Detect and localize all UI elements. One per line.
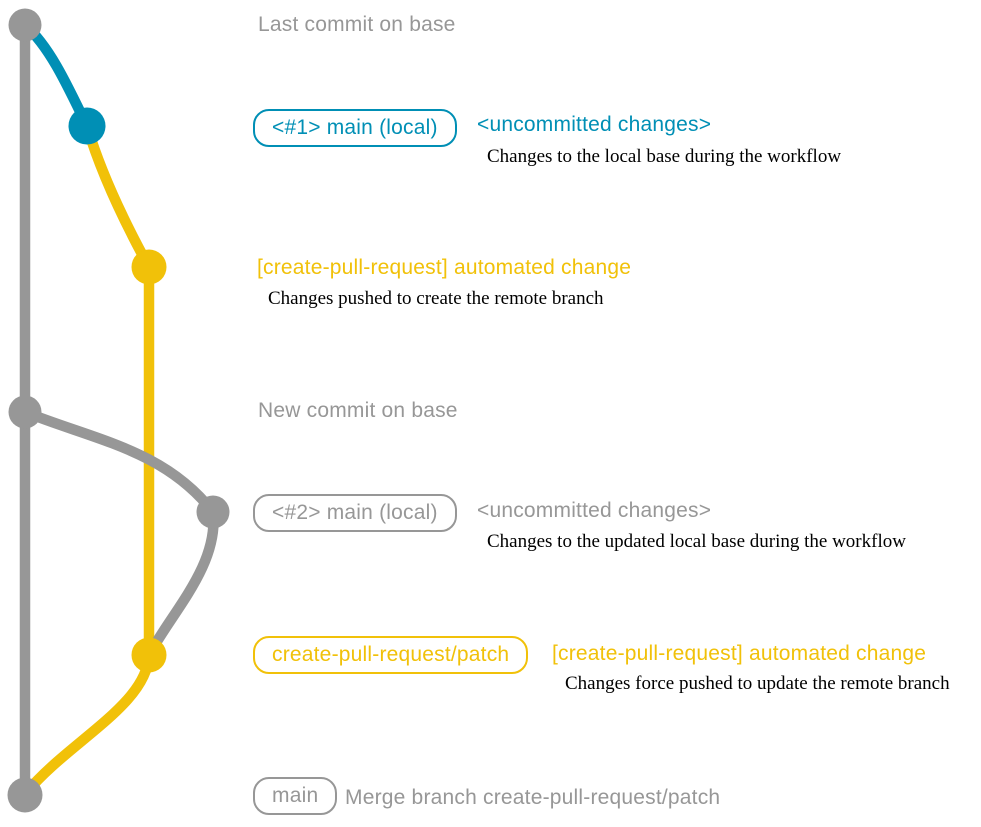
commit-title-automated-change-2: [create-pull-request] automated change: [552, 642, 927, 665]
commit-dot-last-base: [8, 8, 42, 42]
commit-description-automated-change-1: Changes pushed to create the remote bran…: [268, 288, 604, 309]
commit-title-automated-change-1: [create-pull-request] automated change: [257, 256, 632, 279]
branch-badge-label: <#1> main (local): [253, 109, 457, 147]
commit-description-automated-change-2: Changes force pushed to update the remot…: [565, 673, 950, 694]
commit-title-uncommitted-2: <uncommitted changes>: [477, 499, 712, 522]
branch-local-main-2-return-curve: [144, 511, 219, 658]
annotation-last-commit-on-base: Last commit on base: [258, 13, 456, 36]
commit-message-merge: Merge branch create-pull-request/patch: [345, 786, 721, 809]
commit-dot-uncommitted-1: [68, 107, 106, 145]
branch-badge-label: main: [253, 777, 338, 815]
branch-badge-create-pull-request-patch: create-pull-request/patch: [253, 636, 529, 674]
commit-title-uncommitted-1: <uncommitted changes>: [477, 113, 712, 136]
branch-badge-main: main: [253, 777, 338, 815]
branch-badge-label: create-pull-request/patch: [253, 636, 529, 674]
branch-badge-main-local-1: <#1> main (local): [253, 109, 457, 147]
branch-patch-merge-curve-to-base: [21, 654, 155, 797]
commit-dot-uncommitted-2: [196, 495, 230, 529]
branch-patch-curve-from-local-main-1: [81, 124, 154, 270]
commit-dot-merge: [7, 777, 43, 813]
commit-description-uncommitted-1: Changes to the local base during the wor…: [487, 146, 842, 167]
annotation-new-commit-on-base: New commit on base: [258, 399, 458, 422]
branch-local-main-2-curve: [23, 407, 218, 516]
branch-badge-main-local-2: <#2> main (local): [253, 494, 457, 532]
commit-description-uncommitted-2: Changes to the updated local base during…: [487, 531, 906, 552]
commit-dot-new-base: [8, 395, 42, 429]
branch-badge-label: <#2> main (local): [253, 494, 457, 532]
commit-dot-automated-change-1: [131, 249, 167, 285]
commit-dot-automated-change-2: [131, 637, 167, 673]
